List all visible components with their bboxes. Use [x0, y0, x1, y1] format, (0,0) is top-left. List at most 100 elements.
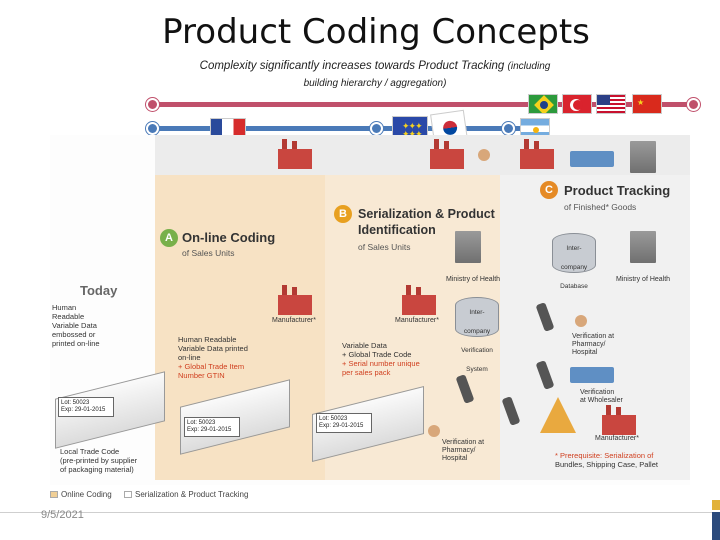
- subtitle-paren-1: (including: [507, 61, 551, 72]
- a-note-line: Variable Data printed: [178, 344, 248, 353]
- ministry-label-b: Ministry of Health: [446, 276, 501, 283]
- prereq-line: Bundles, Shipping Case, Pallet: [555, 460, 658, 469]
- box-label-b: Lot: 50023 Exp: 29-01-2015: [316, 413, 372, 433]
- today-note-line: Human: [52, 303, 77, 312]
- footer-divider: [0, 512, 720, 513]
- verif-pharmacy-label-c: Verification at Pharmacy/ Hospital: [572, 333, 614, 357]
- box-label-line: Lot: 50023: [319, 416, 348, 422]
- legend-online: Online Coding: [50, 490, 112, 499]
- factory-icon: [430, 139, 464, 169]
- db-line: company: [560, 264, 588, 271]
- manufacturer-factory-icon: [602, 405, 636, 435]
- b-note-line: + Serial number unique: [342, 359, 420, 368]
- box-label-line: Lot: 50023: [61, 400, 90, 406]
- vp-line: Hospital: [442, 455, 468, 462]
- timeline-rail-top: [152, 102, 698, 107]
- today-note: Human Readable Variable Data embossed or…: [52, 303, 100, 348]
- verification-system-label: Inter- company Verification System: [456, 309, 498, 374]
- step-b-title-1: Serialization & Product: [358, 207, 495, 221]
- ministry-building-icon: [630, 141, 656, 173]
- b-note-line: + Global Trade Code: [342, 350, 412, 359]
- box-label-line: Exp: 29-01-2015: [319, 423, 364, 429]
- box-label-a: Lot: 50023 Exp: 29-01-2015: [184, 417, 240, 437]
- step-c-sub: of Finished* Goods: [564, 202, 637, 212]
- db-line: Database: [560, 283, 588, 290]
- vw-line: Verification: [580, 389, 615, 396]
- box-label-today: Lot: 50023 Exp: 29-01-2015: [58, 397, 114, 417]
- legend-online-label: Online Coding: [61, 490, 112, 499]
- manufacturer-label-a: Manufacturer*: [272, 317, 316, 324]
- rail-end-dot-bottom: [502, 122, 515, 135]
- vs-line: company: [463, 328, 491, 335]
- footer-date: 9/5/2021: [41, 509, 84, 521]
- manufacturer-factory-icon: [402, 285, 436, 315]
- step-c-circle: C: [540, 181, 558, 199]
- manufacturer-label-c: Manufacturer*: [595, 435, 639, 442]
- factory-icon: [520, 139, 554, 169]
- today-note-line: Readable: [52, 312, 85, 321]
- local-code-line: of packaging material): [60, 465, 134, 474]
- footer-accent-gold: [712, 500, 720, 510]
- vp-line: Pharmacy/: [442, 447, 476, 454]
- panel-product-tracking: [500, 175, 690, 480]
- a-note-line: Human Readable: [178, 335, 237, 344]
- legend-online-swatch: [50, 491, 58, 499]
- vs-line: System: [466, 366, 488, 373]
- box-label-line: Lot: 50023: [187, 420, 216, 426]
- database-icon: Inter- company Database: [552, 233, 596, 290]
- rail-start-dot-bottom: [146, 122, 159, 135]
- footer-accent-navy: [712, 512, 720, 540]
- legend-serial-swatch: [124, 491, 132, 499]
- factory-icon: [278, 139, 312, 169]
- vpc-line: Hospital: [572, 349, 598, 356]
- step-c-title: Product Tracking: [564, 183, 671, 198]
- rail-end-dot-top: [687, 98, 700, 111]
- step-a-sub: of Sales Units: [182, 248, 235, 258]
- slide-title: Product Coding Concepts: [162, 12, 590, 52]
- ministry-label-c: Ministry of Health: [616, 276, 671, 283]
- prerequisite-note: * Prerequisite: Serialization of Bundles…: [555, 451, 658, 469]
- today-note-line: embossed or: [52, 330, 96, 339]
- rail-start-dot-top: [146, 98, 159, 111]
- step-a-circle: A: [160, 229, 178, 247]
- pharmacist-icon: [428, 425, 440, 437]
- pharmacist-icon: [478, 149, 490, 161]
- step-b-title-2: Identification: [358, 223, 436, 237]
- local-code-line: Local Trade Code: [60, 447, 120, 456]
- pharmacist-icon: [575, 315, 587, 327]
- manufacturer-label-b: Manufacturer*: [395, 317, 439, 324]
- verification-system-icon: Inter- company Verification System: [455, 297, 499, 373]
- a-note-line: on-line: [178, 353, 201, 362]
- slide-subtitle: Complexity significantly increases towar…: [150, 58, 600, 92]
- turkey-flag-icon: [562, 94, 592, 114]
- timeline-rail-bottom: [152, 126, 522, 131]
- subtitle-main: Complexity significantly increases towar…: [199, 60, 505, 72]
- truck-icon: [570, 151, 614, 167]
- vw-line: at Wholesaler: [580, 397, 623, 404]
- box-label-line: Exp: 29-01-2015: [61, 407, 106, 413]
- today-note-line: Variable Data: [52, 321, 97, 330]
- today-note-line: printed on-line: [52, 339, 100, 348]
- database-label: Inter- company Database: [553, 245, 595, 291]
- vpc-line: Verification at: [572, 333, 615, 340]
- vs-line: Inter-: [469, 309, 485, 316]
- brazil-flag-icon: [528, 94, 558, 114]
- subtitle-paren-2: building hierarchy / aggregation): [303, 78, 447, 89]
- vp-line: Verification at: [442, 439, 485, 446]
- step-a-title: On-line Coding: [182, 230, 276, 245]
- step-b-note: Variable Data + Global Trade Code + Seri…: [342, 341, 420, 377]
- step-b-sub: of Sales Units: [358, 242, 411, 252]
- rail-mid-dot-bottom: [370, 122, 383, 135]
- prereq-line: * Prerequisite: Serialization of: [555, 451, 654, 460]
- verif-pharmacy-label-b: Verification at Pharmacy/ Hospital: [442, 439, 484, 463]
- step-b-circle: B: [334, 205, 352, 223]
- vpc-line: Pharmacy/: [572, 341, 606, 348]
- legend-serial-label: Serialization & Product Tracking: [135, 490, 249, 499]
- local-code-line: (pre-printed by supplier: [60, 456, 138, 465]
- today-label: Today: [80, 283, 118, 298]
- a-note-line: Number GTIN: [178, 371, 225, 380]
- b-note-line: Variable Data: [342, 341, 387, 350]
- local-trade-code-note: Local Trade Code (pre-printed by supplie…: [60, 447, 137, 474]
- ministry-building-icon: [455, 231, 481, 263]
- legend-serial: Serialization & Product Tracking: [124, 490, 248, 499]
